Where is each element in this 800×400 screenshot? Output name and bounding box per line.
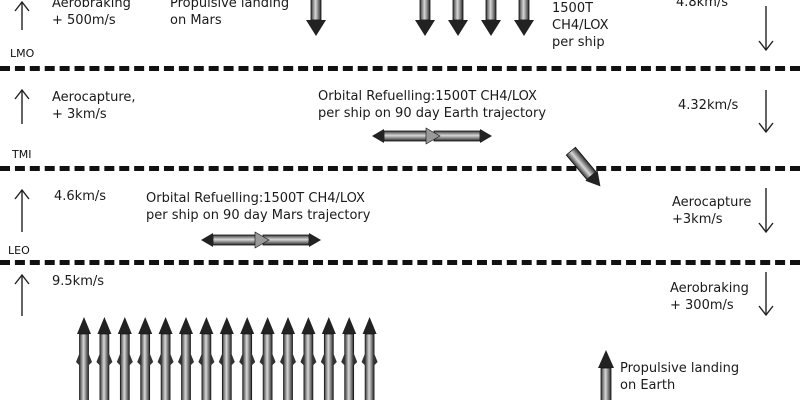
- launch-ship-icon: [137, 317, 154, 400]
- diagonal-transit-ship-icon: [565, 146, 601, 187]
- launch-ship-icon: [178, 317, 194, 400]
- earth-descent-arrow-down-icon: [758, 272, 774, 317]
- fuel-ship-icon: [448, 0, 468, 36]
- lmo-delta-v-label: 4.8km/s: [676, 0, 729, 10]
- orbit-line-leo: [0, 260, 800, 265]
- orbit-line-lmo: [0, 66, 800, 71]
- orbit-label-leo: LEO: [8, 244, 30, 257]
- launch-ship-icon: [300, 317, 317, 400]
- earth-aerocapture-label: Aerocapture +3km/s: [672, 195, 752, 227]
- tmi-delta-v-label: 4.32km/s: [678, 98, 739, 113]
- tmi-ascent-arrow-up-icon: [14, 88, 30, 124]
- launch-ship-icon: [157, 317, 174, 400]
- ascent-arrow-up-icon: [14, 0, 30, 30]
- orbit-label-tmi: TMI: [12, 148, 32, 161]
- earth-landing-label: Propulsive landing on Earth: [620, 361, 740, 393]
- launch-ship-icon: [239, 317, 256, 400]
- launch-ship-icon: [280, 317, 296, 400]
- fuel-ship-icon: [514, 0, 534, 36]
- launch-ship-icon: [96, 317, 113, 400]
- mars-fuel-label: 1500T CH4/LOX per ship: [552, 1, 609, 50]
- earth-landing-ship-icon: [598, 350, 614, 400]
- lmo-descent-arrow-down-icon: [758, 6, 774, 52]
- mars-refuelling-ships-icon: [201, 231, 321, 249]
- fuel-ship-icon: [481, 0, 501, 36]
- leo-ascent-arrow-up-icon: [14, 188, 30, 232]
- launch-ship-icon: [320, 317, 337, 400]
- earth-refuelling-label: Orbital Refuelling:1500T CH4/LOX per shi…: [318, 89, 547, 121]
- earth-aerobraking-label: Aerobraking + 300m/s: [670, 281, 749, 313]
- launch-ship-icon: [361, 317, 378, 400]
- launch-ship-icon: [341, 317, 358, 400]
- fuel-ship-icon: [415, 0, 435, 36]
- mars-landing-label: Propulsive landing on Mars: [170, 0, 290, 28]
- launch-ship-icon: [116, 317, 133, 400]
- leo-delta-v-label: 4.6km/s: [54, 189, 107, 204]
- tmi-descent-arrow-down-icon: [758, 90, 774, 134]
- tmi-aerocapture-label: Aerocapture, + 3km/s: [52, 90, 136, 122]
- fuel-ship-group: [415, 0, 534, 36]
- mars-landing-ship-icon: [306, 0, 326, 36]
- orbit-label-lmo: LMO: [10, 47, 35, 60]
- launch-arrow-up-icon: [14, 273, 30, 316]
- earth-refuelling-ships-icon: [372, 127, 492, 145]
- launch-ship-icon: [198, 317, 215, 400]
- launch-delta-v-label: 9.5km/s: [52, 274, 105, 289]
- launch-ship-icon: [218, 317, 235, 400]
- launch-ship-icon: [259, 317, 276, 400]
- mars-aerobraking-label: Aerobraking + 500m/s: [52, 0, 131, 28]
- leo-descent-arrow-down-icon: [758, 188, 774, 234]
- mars-refuelling-label: Orbital Refuelling:1500T CH4/LOX per shi…: [146, 191, 371, 223]
- launch-ship-icon: [76, 317, 92, 400]
- launch-fleet-group: [76, 317, 378, 400]
- orbit-line-tmi: [0, 166, 800, 171]
